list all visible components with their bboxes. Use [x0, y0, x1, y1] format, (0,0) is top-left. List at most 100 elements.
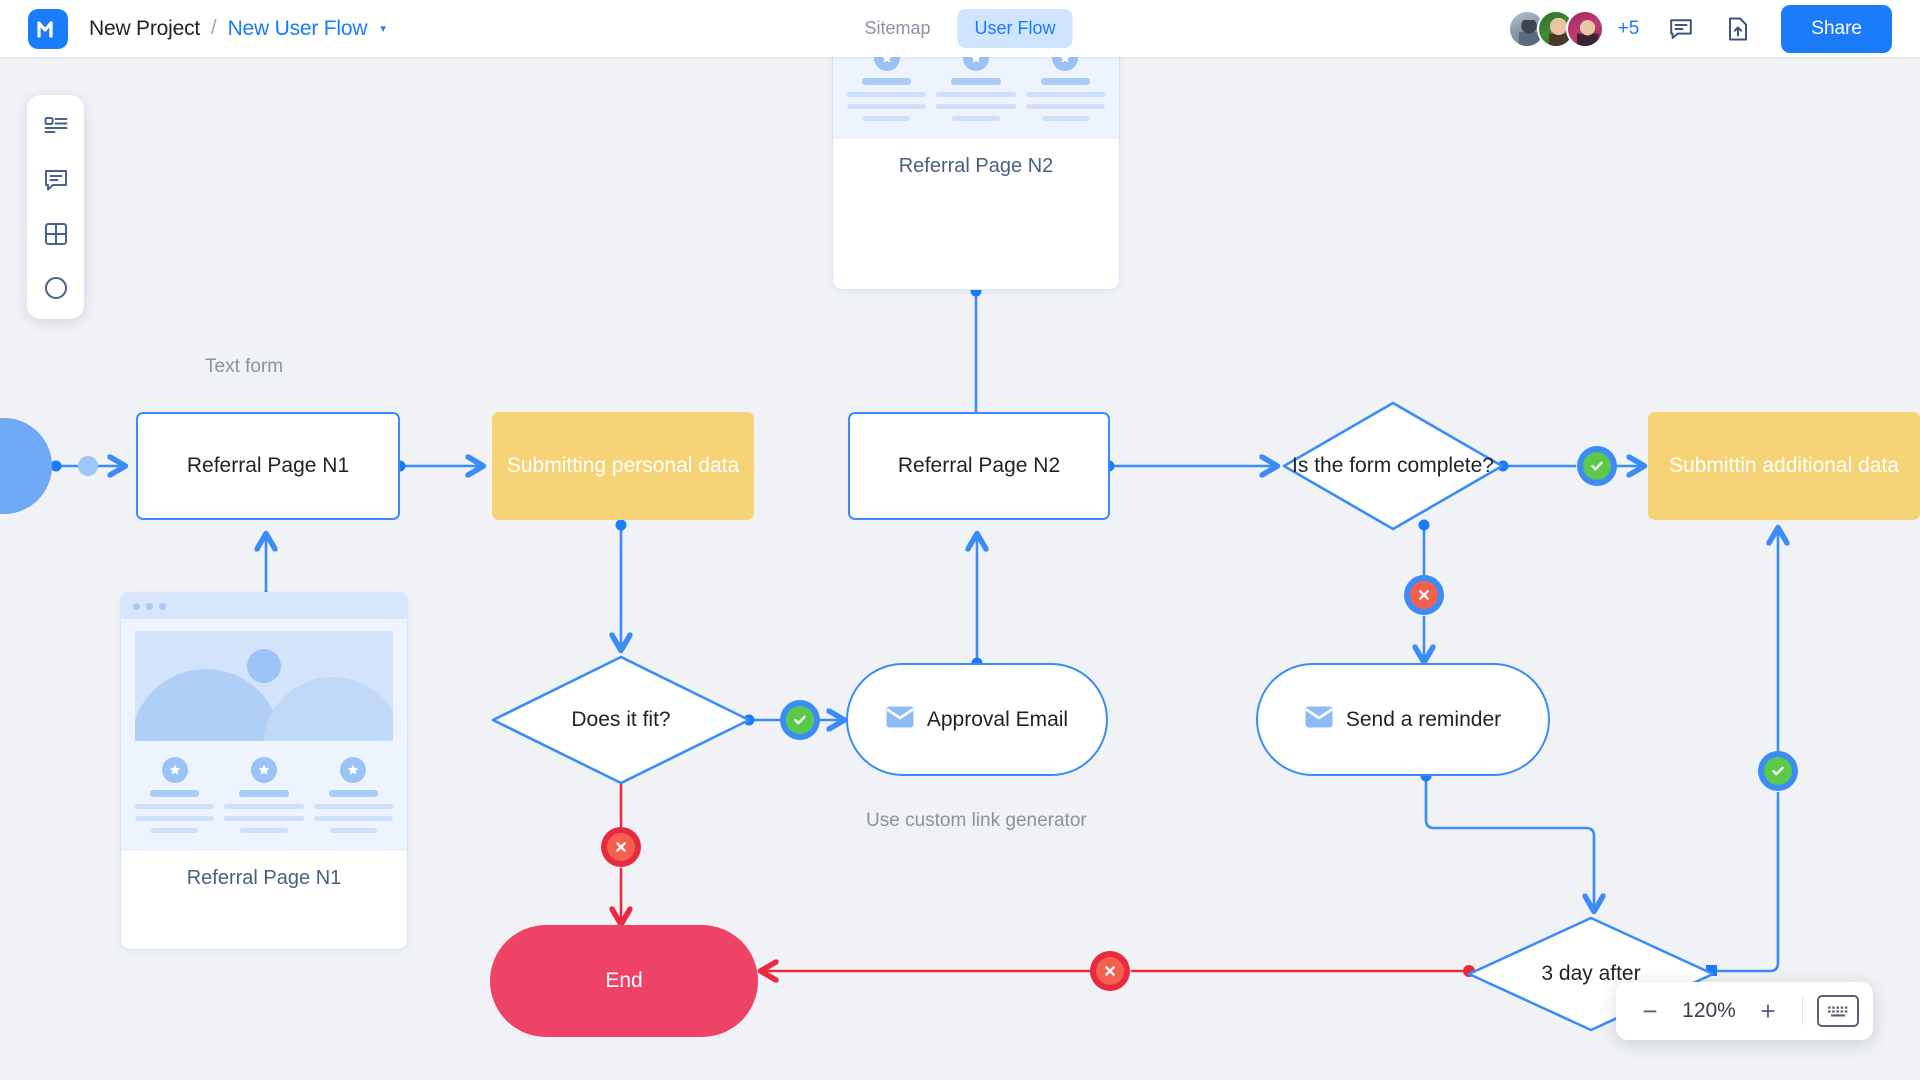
divider [1802, 997, 1803, 1025]
window-dot [159, 602, 166, 610]
badge-three-day-after-yes[interactable] [1758, 751, 1798, 791]
hero-image-placeholder [135, 631, 393, 741]
breadcrumb-separator: / [211, 17, 217, 39]
badge-form-complete-yes[interactable] [1577, 446, 1617, 486]
placeholder-line [862, 116, 911, 121]
label-text-form: Text form [205, 356, 284, 377]
export-file-icon[interactable] [1723, 14, 1753, 44]
placeholder-heading [862, 78, 912, 85]
zoom-level-value[interactable]: 120% [1682, 999, 1736, 1022]
app-header: New Project / New User Flow ▾ Sitemap Us… [0, 0, 1920, 57]
check-icon [1764, 757, 1792, 785]
circle-shape-icon[interactable] [39, 271, 73, 305]
feature-columns [121, 741, 407, 851]
window-dot [146, 602, 153, 610]
envelope-icon [886, 706, 914, 734]
badge-does-it-fit-yes[interactable] [780, 700, 820, 740]
placeholder-line [313, 804, 393, 809]
placeholder-line [936, 104, 1016, 109]
node-end[interactable]: End [490, 925, 758, 1037]
star-icon [250, 757, 277, 783]
placeholder-line [240, 828, 288, 833]
zoom-in-button[interactable]: + [1760, 996, 1776, 1026]
placeholder-heading [328, 790, 378, 797]
tab-sitemap[interactable]: Sitemap [864, 18, 931, 38]
window-dot [133, 602, 140, 610]
star-icon [340, 757, 367, 783]
page-list-icon[interactable] [39, 109, 73, 143]
node-submitting-personal-data[interactable]: Submitting personal data [492, 412, 754, 520]
node-label: Approval Email [926, 707, 1069, 731]
check-icon [786, 706, 814, 734]
breadcrumb-project[interactable]: New Project [89, 16, 201, 40]
keyboard-icon[interactable] [1817, 995, 1859, 1027]
placeholder-line [1041, 116, 1090, 121]
node-referral-page-n2[interactable]: Referral Page N2 [848, 412, 1110, 520]
node-send-a-reminder[interactable]: Send a reminder [1256, 663, 1550, 776]
cross-icon [1410, 581, 1438, 609]
placeholder-line [1025, 92, 1105, 97]
chevron-down-icon[interactable]: ▾ [380, 23, 386, 35]
feature-column [135, 757, 215, 833]
moqups-m-logo-icon[interactable] [28, 8, 68, 49]
collaborator-overflow-count[interactable]: +5 [1617, 17, 1640, 39]
placeholder-line [952, 116, 1000, 121]
placeholder-line [847, 92, 927, 97]
badge-form-complete-no[interactable] [1404, 575, 1444, 615]
placeholder-line [135, 816, 215, 821]
preview-card-title: Referral Page N1 [121, 851, 407, 908]
mountain-shape [263, 677, 393, 741]
cross-icon [1096, 957, 1124, 985]
placeholder-line [329, 828, 378, 833]
preview-card-title: Referral Page N2 [833, 139, 1119, 196]
node-submitting-additional-data[interactable]: Submittin additional data [1648, 412, 1920, 520]
tab-user-flow[interactable]: User Flow [957, 9, 1073, 48]
sun-circle-shape [247, 649, 281, 683]
cross-icon [607, 833, 635, 861]
feature-columns [833, 29, 1119, 139]
placeholder-heading [150, 790, 200, 797]
avatar[interactable] [1565, 9, 1604, 48]
badge-end-cross[interactable] [1090, 951, 1130, 991]
placeholder-line [847, 104, 927, 109]
breadcrumb-flow-name[interactable]: New User Flow [227, 16, 368, 40]
star-icon [161, 757, 188, 783]
diamond-shape [491, 655, 751, 785]
placeholder-line [1025, 104, 1105, 109]
placeholder-heading [239, 790, 289, 797]
collaborator-avatars [1507, 9, 1604, 48]
zoom-out-button[interactable]: − [1642, 996, 1658, 1026]
preview-card-body [121, 593, 407, 851]
envelope-icon [1305, 706, 1333, 734]
label-use-custom-link-generator: Use custom link generator [866, 810, 1087, 831]
preview-card-referral-page-n1[interactable]: Referral Page N1 [120, 592, 408, 950]
placeholder-heading [1040, 78, 1090, 85]
placeholder-line [936, 92, 1016, 97]
placeholder-line [224, 816, 304, 821]
left-toolbar [27, 95, 84, 319]
placeholder-heading [951, 78, 1001, 85]
feature-column [313, 757, 393, 833]
feature-column [224, 757, 304, 833]
header-right: +5 Share [1507, 4, 1892, 53]
zoom-control: − 120% + [1616, 982, 1873, 1040]
browser-bar [121, 593, 407, 619]
node-label: Send a reminder [1345, 707, 1502, 731]
node-approval-email[interactable]: Approval Email [846, 663, 1108, 776]
badge-does-it-fit-no[interactable] [601, 827, 641, 867]
grid-table-icon[interactable] [39, 217, 73, 251]
node-is-the-form-complete[interactable]: Is the form complete? [1281, 400, 1505, 532]
breadcrumb: New Project / New User Flow ▾ [89, 17, 386, 41]
node-referral-page-n1[interactable]: Referral Page N1 [136, 412, 400, 520]
placeholder-line [224, 804, 304, 809]
comment-bubble-icon[interactable] [39, 163, 73, 197]
share-button[interactable]: Share [1781, 4, 1892, 53]
placeholder-line [150, 828, 199, 833]
diamond-shape [1282, 401, 1504, 531]
node-does-it-fit[interactable]: Does it fit? [490, 654, 752, 786]
placeholder-line [135, 804, 215, 809]
comment-icon[interactable] [1666, 14, 1696, 44]
view-tabs: Sitemap User Flow [847, 9, 1073, 48]
check-icon [1583, 452, 1611, 480]
